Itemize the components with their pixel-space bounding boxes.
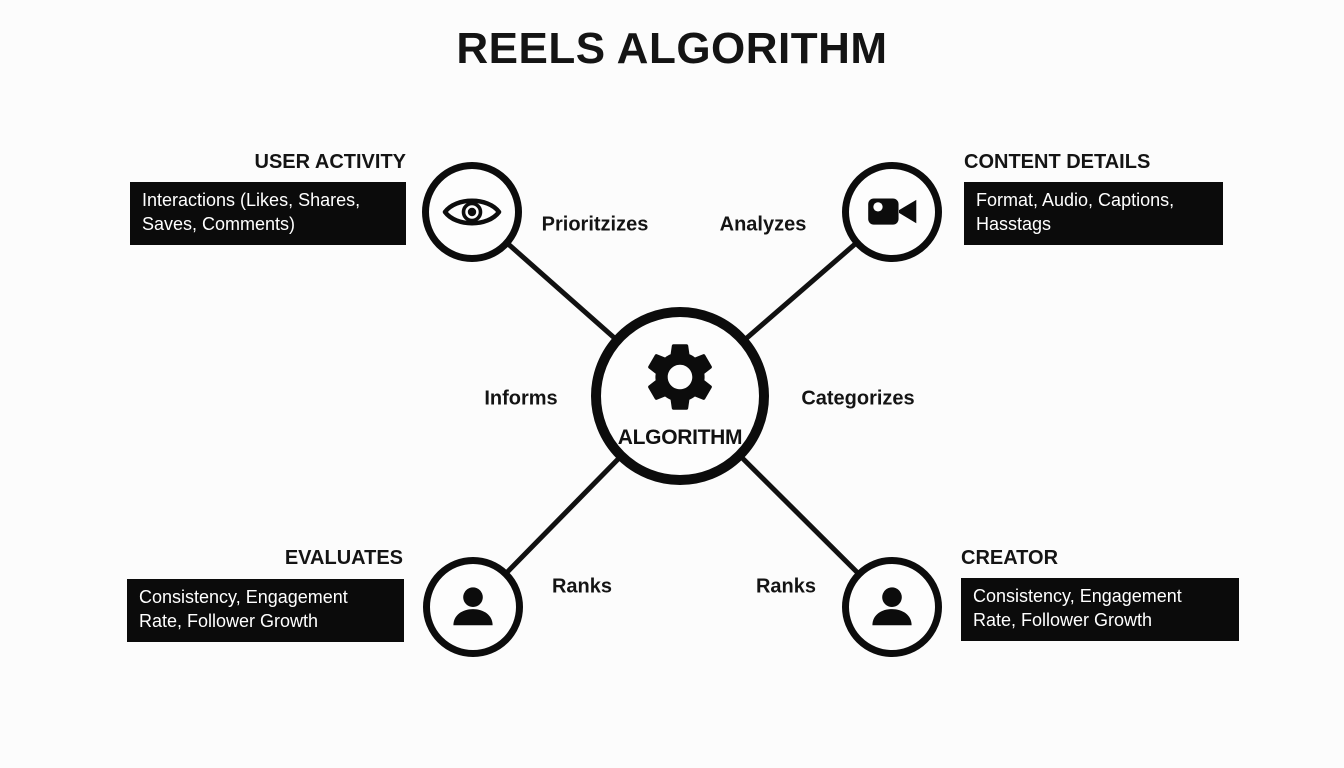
edge-label-ranks-left: Ranks xyxy=(551,575,613,598)
hub-label: ALGORITHM xyxy=(617,426,743,449)
node-creator xyxy=(842,557,942,657)
person-icon xyxy=(864,579,920,635)
page-title: REELS ALGORITHM xyxy=(456,24,888,73)
node-content-details xyxy=(842,162,942,262)
edge-label-categorizes: Categorizes xyxy=(801,387,915,410)
eye-icon xyxy=(442,193,502,231)
video-camera-icon xyxy=(864,184,920,240)
edge-label-analyzes: Analyzes xyxy=(719,213,807,236)
detail-box-user-activity: Interactions (Likes, Shares, Saves, Comm… xyxy=(130,182,406,245)
heading-user-activity: USER ACTIVITY xyxy=(254,151,407,173)
detail-box-creator: Consistency, Engagement Rate, Follower G… xyxy=(961,578,1239,641)
edge-label-informs: Informs xyxy=(484,387,558,410)
heading-evaluates: EVALUATES xyxy=(284,547,403,569)
detail-box-content-details: Format, Audio, Captions, Hasstags xyxy=(964,182,1223,245)
detail-box-evaluates: Consistency, Engagement Rate, Follower G… xyxy=(127,579,404,642)
person-icon xyxy=(445,579,501,635)
heading-content-details: CONTENT DETAILS xyxy=(964,151,1151,173)
edge-label-prioritizes: Prioritzizes xyxy=(541,213,649,236)
node-evaluates xyxy=(423,557,523,657)
heading-creator: CREATOR xyxy=(961,547,1059,569)
algorithm-hub-node: ALGORITHM xyxy=(591,307,769,485)
gear-icon xyxy=(639,336,721,423)
edge-label-ranks-right: Ranks xyxy=(755,575,817,598)
node-user-activity xyxy=(422,162,522,262)
